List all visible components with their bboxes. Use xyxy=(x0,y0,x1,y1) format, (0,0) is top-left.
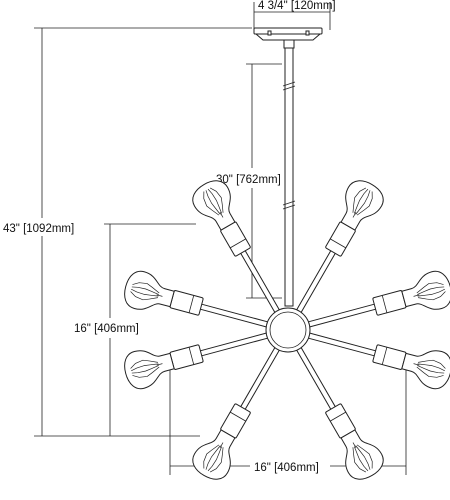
center-hub xyxy=(265,307,311,353)
canopy-width-label: 4 3/4" [120mm] xyxy=(258,0,336,12)
socket xyxy=(169,290,204,316)
arm-bottom-right xyxy=(295,345,384,480)
arm-mid-right xyxy=(306,270,450,328)
arm-lower-left xyxy=(124,332,270,390)
arm-lower-right xyxy=(306,332,450,390)
arm-bottom-left xyxy=(192,345,281,480)
edison-bulb xyxy=(340,180,384,231)
edison-bulb xyxy=(401,270,450,310)
rod-length-label: 30" [762mm] xyxy=(216,174,281,186)
fixture-width-label: 16" [406mm] xyxy=(254,462,319,474)
socket xyxy=(169,344,204,370)
edison-bulb xyxy=(192,429,236,480)
socket xyxy=(372,290,407,316)
socket xyxy=(372,344,407,370)
fixture-height-dimension: 16" [406mm] xyxy=(74,223,196,436)
overall-height-dimension: 43" [1092mm] xyxy=(3,27,252,437)
overall-height-label: 43" [1092mm] xyxy=(3,223,74,235)
light-arms xyxy=(124,180,450,480)
fixture-height-label: 16" [406mm] xyxy=(74,323,139,335)
edison-bulb xyxy=(401,350,450,390)
arm-upper-left xyxy=(192,180,281,315)
down-rod xyxy=(282,47,296,307)
edison-bulb xyxy=(340,429,384,480)
rod-length-dimension: 30" [762mm] xyxy=(216,63,282,299)
edison-bulb xyxy=(192,180,236,231)
edison-bulb xyxy=(124,270,175,310)
fixture-width-dimension: 16" [406mm] xyxy=(169,354,407,475)
canopy-width-dimension: 4 3/4" [120mm] xyxy=(253,0,336,30)
ceiling-canopy xyxy=(253,27,323,49)
edison-bulb xyxy=(124,350,175,390)
arm-upper-right xyxy=(295,180,384,315)
arm-mid-left xyxy=(124,270,270,328)
